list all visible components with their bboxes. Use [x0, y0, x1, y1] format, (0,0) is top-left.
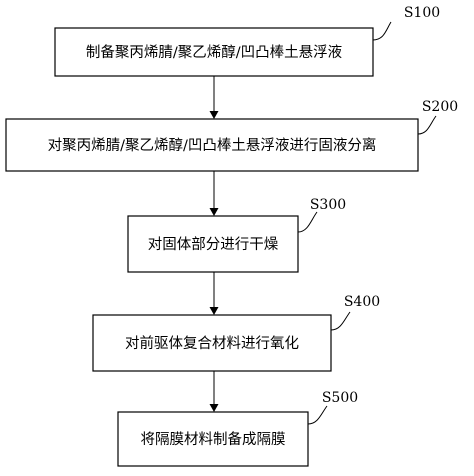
- step-s200: 对聚丙烯腈/聚乙烯醇/凹凸棒土悬浮液进行固液分离 S200: [5, 99, 458, 172]
- step-s100: 制备聚丙烯腈/聚乙烯醇/凹凸棒土悬浮液 S100: [54, 5, 440, 77]
- arrow-s400-s500: [209, 371, 219, 412]
- step-label-s200: 对聚丙烯腈/聚乙烯醇/凹凸棒土悬浮液进行固液分离: [48, 137, 377, 154]
- step-box-s500: [117, 411, 309, 467]
- step-id-s400: S400: [344, 294, 380, 310]
- step-box-s300: [127, 215, 299, 273]
- step-leader-s400: [330, 311, 351, 331]
- step-leader-s100: [372, 21, 392, 41]
- step-leader-s500: [307, 405, 328, 425]
- step-s500: 将隔膜材料制备成隔膜 S500: [117, 390, 358, 467]
- step-label-s400: 对前驱体复合材料进行氧化: [125, 334, 299, 352]
- arrow-s200-s300: [209, 171, 219, 216]
- arrow-s300-s400: [209, 272, 219, 315]
- step-leader-s200: [417, 115, 437, 135]
- step-id-s300: S300: [310, 197, 346, 213]
- step-box-s200: [5, 118, 419, 172]
- step-id-s100: S100: [404, 5, 440, 21]
- step-leader-s300: [297, 211, 318, 233]
- step-label-s300: 对固体部分进行干燥: [148, 236, 279, 253]
- step-box-s100: [54, 27, 374, 77]
- step-label-s500: 将隔膜材料制备成隔膜: [141, 431, 286, 448]
- step-box-s400: [92, 314, 332, 372]
- step-label-s100: 制备聚丙烯腈/聚乙烯醇/凹凸棒土悬浮液: [86, 44, 342, 61]
- step-s300: 对固体部分进行干燥 S300: [127, 197, 346, 273]
- step-s400: 对前驱体复合材料进行氧化 S400: [92, 294, 380, 372]
- step-id-s500: S500: [322, 390, 358, 406]
- step-id-s200: S200: [422, 99, 458, 115]
- arrow-s100-s200: [209, 76, 219, 119]
